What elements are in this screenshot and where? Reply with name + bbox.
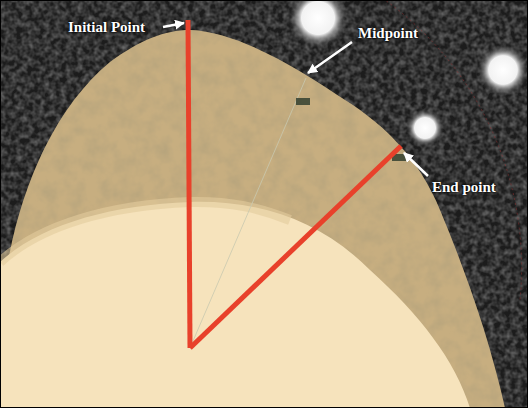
annotation-label: Midpoint <box>358 24 418 42</box>
annotation-label: Initial Point <box>68 18 145 36</box>
annotation-label: End point <box>432 178 496 196</box>
